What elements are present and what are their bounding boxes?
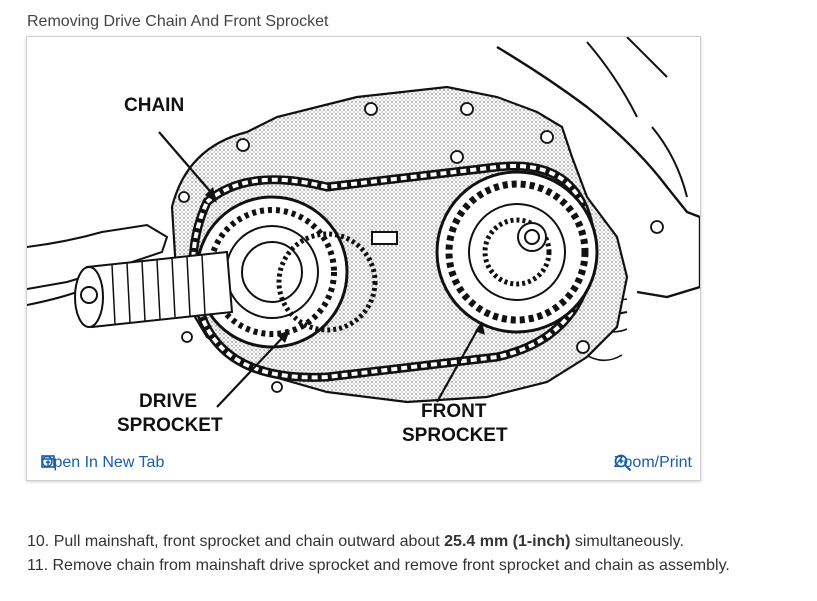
step-10: 10. Pull mainshaft, front sprocket and c…	[27, 533, 684, 550]
idler-shaft	[371, 231, 398, 245]
label-front-line1: FRONT	[421, 401, 487, 422]
right-hand-fingers	[566, 37, 688, 315]
label-chain: CHAIN	[124, 95, 184, 116]
figure-footer: Open In New Tab Zoom/Print	[27, 446, 700, 480]
left-hand-lower	[27, 291, 78, 306]
label-drive-line2: SPROCKET	[117, 415, 223, 436]
step-10-measurement: 25.4 mm (1-inch)	[444, 533, 571, 550]
label-drive-line1: DRIVE	[139, 391, 197, 412]
figure-caption: Removing Drive Chain And Front Sprocket	[27, 13, 329, 30]
open-in-new-tab-link[interactable]: Open In New Tab	[41, 454, 164, 472]
open-in-new-tab-icon	[41, 455, 55, 468]
transfer-case-diagram: CHAIN DRIVE SPROCKET FRONT SPROCKET	[27, 37, 700, 446]
left-hand-outline	[27, 223, 169, 290]
right-hand-outline	[496, 45, 700, 299]
zoom-icon	[614, 454, 631, 472]
mainshaft	[74, 250, 234, 329]
zoom-print-link[interactable]: Zoom/Print	[614, 454, 692, 472]
label-front-line2: SPROCKET	[402, 425, 508, 446]
front-sprocket	[435, 170, 599, 334]
center-gear	[276, 231, 378, 333]
zoom-print-label: Zoom/Print	[613, 454, 692, 471]
figure-container: CHAIN DRIVE SPROCKET FRONT SPROCKET Open…	[26, 36, 701, 481]
step-11: 11. Remove chain from mainshaft drive sp…	[27, 557, 730, 574]
instruction-steps: 10. Pull mainshaft, front sprocket and c…	[27, 530, 730, 578]
open-in-new-tab-label: Open In New Tab	[41, 454, 165, 471]
